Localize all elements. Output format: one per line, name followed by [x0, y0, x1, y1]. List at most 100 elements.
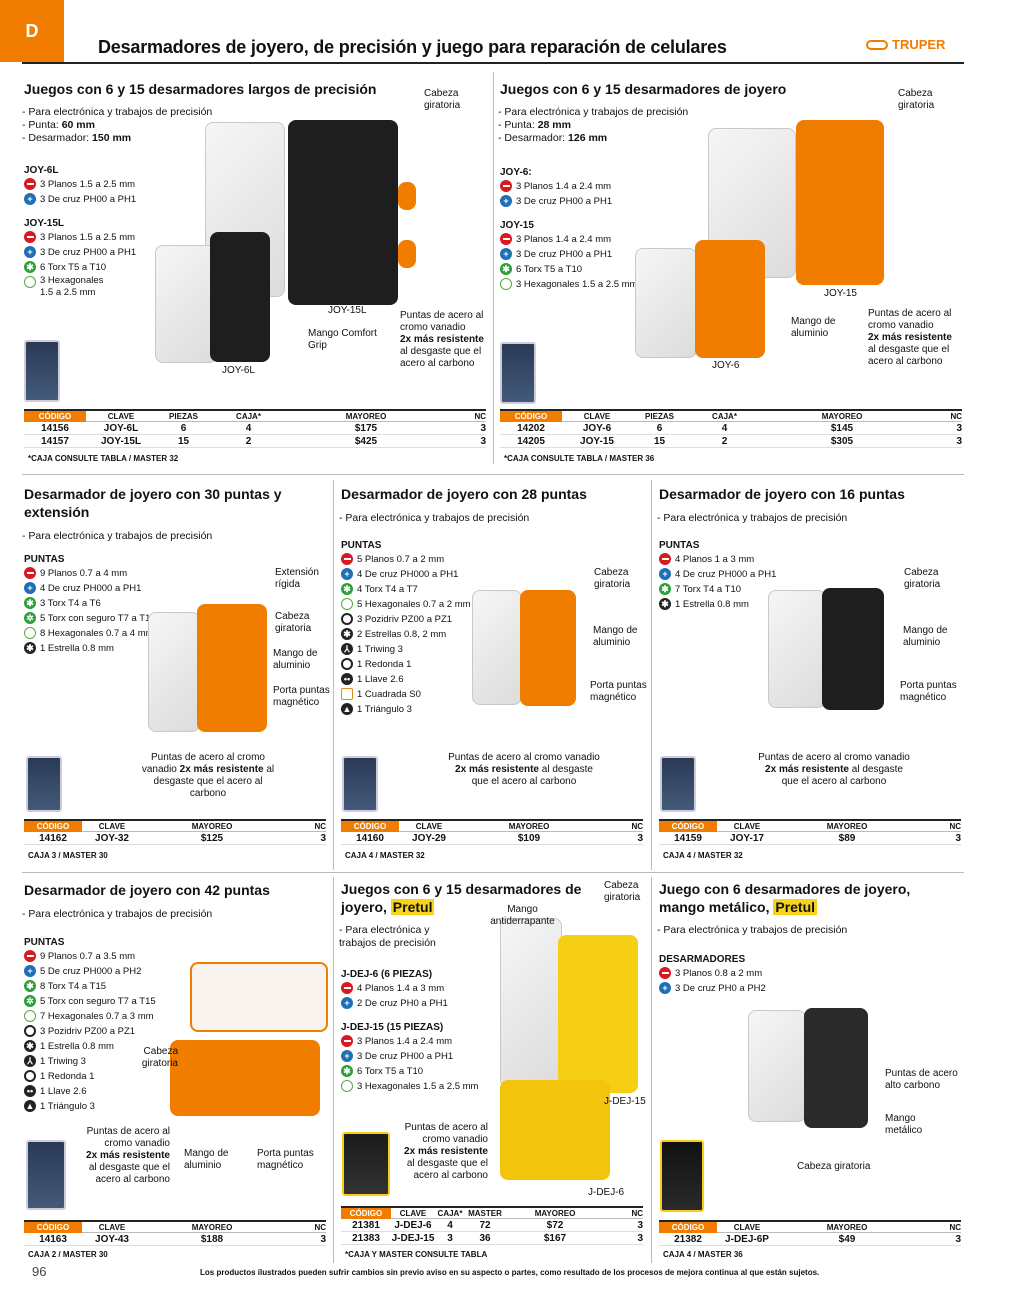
- spec-value: 126 mm: [568, 132, 608, 144]
- torx-tip-icon: ✱: [500, 263, 512, 275]
- list-item: +3 De cruz PH00 a PH1: [500, 247, 637, 262]
- item-text: 4 De cruz PH000 a PH1: [357, 569, 459, 580]
- product-joy-15l: [288, 120, 398, 305]
- list-item: 3 Planos 1.4 a 2.4 mm: [500, 179, 637, 194]
- cell: 21382: [674, 1233, 702, 1245]
- list-item: 3 Planos 1.5 a 2.5 mm: [24, 230, 136, 245]
- pretul-brand-tag: Pretul: [773, 899, 818, 915]
- callout: Porta puntas magnético: [273, 685, 330, 708]
- page-title: Desarmadores de joyero, de precisión y j…: [98, 37, 727, 57]
- item-text: 1 Llave 2.6: [40, 1086, 87, 1097]
- item-text: 3 De cruz PH00 a PH1: [40, 194, 137, 205]
- key-tip-icon: ••: [24, 1085, 36, 1097]
- list-heading: PUNTAS: [341, 540, 382, 551]
- item-text: 2 De cruz PH0 a PH1: [357, 998, 448, 1009]
- callout: Porta puntas magnético: [257, 1148, 314, 1171]
- cross-tip-icon: +: [659, 982, 671, 994]
- item-text: 1 Triángulo 3: [40, 1101, 95, 1112]
- col-header: CÓDIGO: [341, 1207, 391, 1219]
- product-case-lid: [155, 245, 217, 363]
- item-text: 7 Hexagonales 0.7 a 3 mm: [40, 1011, 154, 1022]
- tips-list: PUNTAS 9 Planos 0.7 a 4 mm +4 De cruz PH…: [24, 553, 156, 656]
- item-text: 1 Estrella 0.8 mm: [40, 1041, 114, 1052]
- product-package: [24, 340, 60, 402]
- item-text: 3 Planos 1.5 a 2.5 mm: [40, 179, 136, 190]
- item-text: 4 Planos 1.4 a 3 mm: [357, 983, 445, 994]
- callout: Puntas de acero al cromo vanadio 2x más …: [756, 752, 912, 788]
- callout-text: al desgaste que el acero al carbono: [781, 764, 903, 787]
- list-item: ✱1 Estrella 0.8 mm: [24, 1039, 156, 1054]
- callout-text: al desgaste que el acero al carbono: [471, 764, 593, 787]
- product-case-lid: [635, 248, 697, 358]
- desc-line: - Para electrónica y: [339, 924, 430, 936]
- product-case-lid: [148, 612, 200, 732]
- list-item: +4 De cruz PH000 a PH1: [659, 567, 776, 582]
- list-item: 3 Planos 1.4 a 2.4 mm: [500, 232, 637, 247]
- cell: $89: [838, 832, 856, 844]
- callout: Porta puntas magnético: [900, 680, 957, 703]
- item-text: 3 Hexagonales 1.5 a 2.5 mm: [40, 275, 104, 298]
- list-item: 4 Planos 1 a 3 mm: [659, 552, 776, 567]
- item-text: 3 Pozidriv PZ00 a PZ1: [357, 614, 453, 625]
- callout-bold: 2x más resistente: [765, 764, 849, 775]
- item-text: 3 Planos 1.4 a 2.4 mm: [357, 1036, 453, 1047]
- product-j-dej-6: [500, 1080, 610, 1180]
- flat-tip-icon: [341, 1035, 353, 1047]
- torx-tip-icon: ✱: [659, 583, 671, 595]
- list-item: +4 De cruz PH000 a PH1: [24, 581, 156, 596]
- item-text: 6 Torx T5 a T10: [516, 264, 583, 275]
- flat-tip-icon: [500, 233, 512, 245]
- triangle-tip-icon: ▲: [341, 703, 353, 715]
- item-text: 4 Torx T4 a T7: [357, 584, 418, 595]
- torx-security-tip-icon: ✲: [24, 995, 36, 1007]
- cell: 4: [245, 422, 252, 434]
- callout-text: Puntas de acero al cromo vanadio: [868, 308, 952, 331]
- spec-label: - Desarmador:: [22, 132, 93, 144]
- cell: 14205: [517, 435, 545, 447]
- item-text: 1 Triángulo 3: [357, 704, 412, 715]
- product-case-lid: [748, 1010, 806, 1122]
- pozidriv-tip-icon: [24, 1025, 36, 1037]
- callout: Mango de aluminio: [593, 625, 638, 648]
- spec-label: - Punta:: [498, 119, 538, 131]
- cell: 6: [656, 422, 663, 434]
- case-latch: [398, 240, 416, 268]
- cell: 4: [447, 1219, 453, 1231]
- truper-logo-icon: [866, 39, 888, 50]
- col-header: CLAVE: [733, 1222, 761, 1232]
- callout: Cabeza giratoria: [424, 88, 461, 111]
- cell: 3: [320, 1233, 326, 1245]
- cell: J-DEJ-6: [394, 1219, 432, 1231]
- callout: Cabeza giratoria: [275, 611, 312, 634]
- list-item: ⅄1 Triwing 3: [341, 642, 471, 657]
- item-text: 3 Planos 0.8 a 2 mm: [675, 968, 763, 979]
- cell: 6: [180, 422, 187, 434]
- cell: 3: [955, 832, 961, 844]
- cell: 14162: [39, 832, 67, 844]
- callout: Porta puntas magnético: [590, 680, 647, 703]
- callout-bold: 2x más resistente: [404, 1146, 488, 1157]
- col-header: MAYOREO: [534, 1208, 576, 1218]
- list-item: 8 Hexagonales 0.7 a 4 mm: [24, 626, 156, 641]
- col-header: MAYOREO: [826, 821, 868, 831]
- cell: 3: [480, 422, 486, 434]
- cross-tip-icon: +: [24, 193, 36, 205]
- callout-text: Puntas de acero al cromo vanadio: [86, 1126, 170, 1149]
- list-item: ✱1 Estrella 0.8 mm: [659, 597, 776, 612]
- flat-tip-icon: [659, 967, 671, 979]
- tips-list: PUNTAS 5 Planos 0.7 a 2 mm +4 De cruz PH…: [341, 539, 471, 717]
- spec-line: - Para electrónica y trabajos de precisi…: [498, 106, 689, 118]
- hex-tip-icon: [24, 627, 36, 639]
- cell: 72: [479, 1219, 491, 1231]
- section-title: Desarmador de joyero con 28 puntas: [341, 486, 587, 502]
- callout: Mango de aluminio: [273, 648, 318, 671]
- callout: Cabeza giratoria: [904, 567, 941, 590]
- list-item: 9 Planos 0.7 a 4 mm: [24, 566, 156, 581]
